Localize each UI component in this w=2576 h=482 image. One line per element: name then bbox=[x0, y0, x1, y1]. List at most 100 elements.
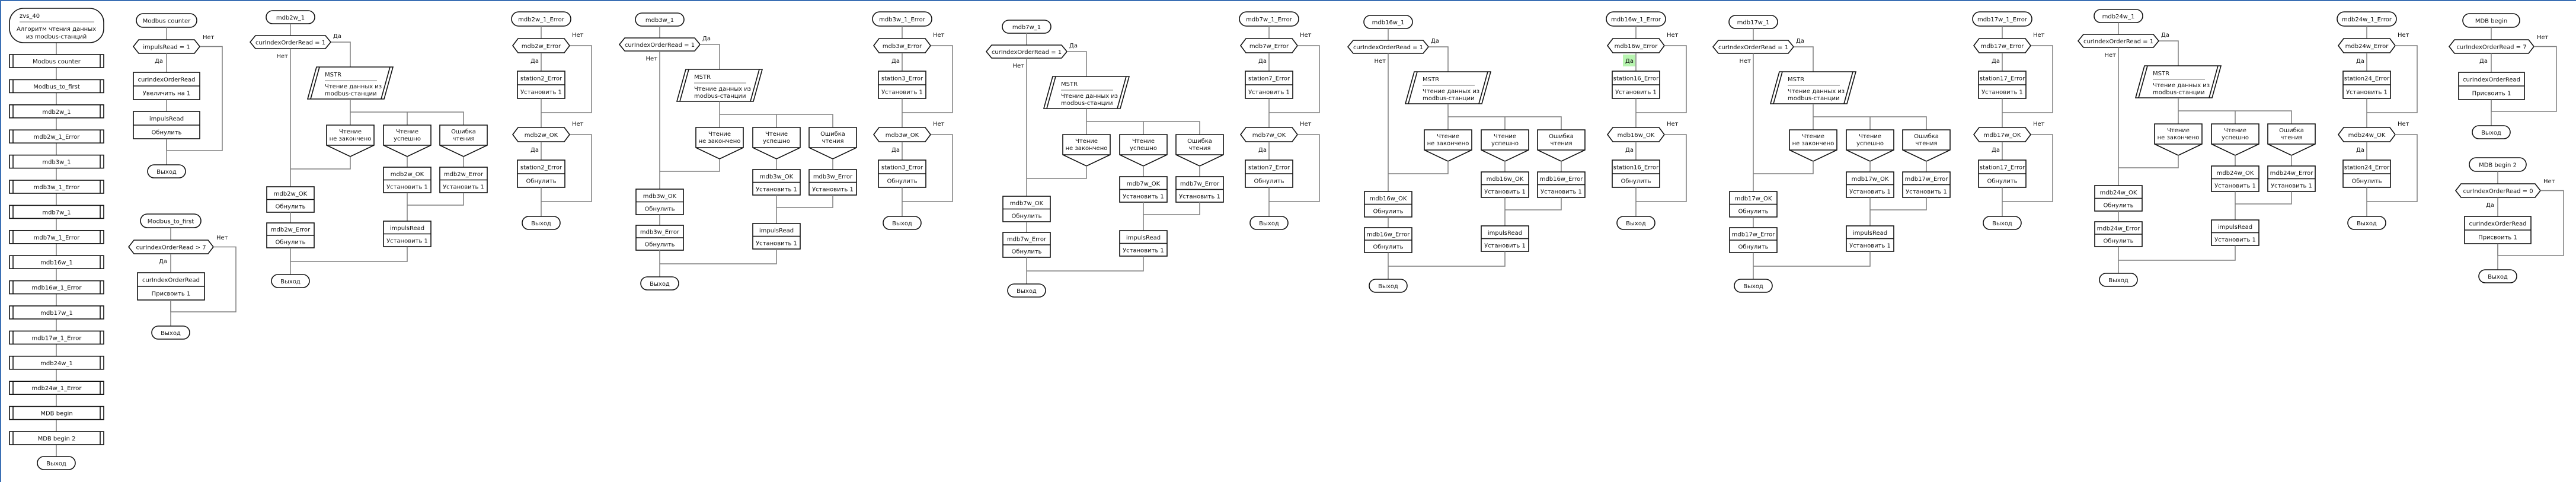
case-branch[interactable] bbox=[2154, 123, 2203, 156]
question-label: mdb7w_OK bbox=[1252, 132, 1286, 139]
case-branch[interactable] bbox=[383, 125, 432, 157]
no-label: Нет bbox=[1740, 58, 1752, 65]
no-label: Нет bbox=[2543, 178, 2555, 185]
case-branch[interactable] bbox=[808, 127, 857, 159]
counter-exit-label: Выход bbox=[156, 169, 177, 175]
question-label: curIndexOrderRead = 7 bbox=[2456, 44, 2526, 51]
action-variable: impulsRead bbox=[2218, 224, 2252, 231]
insertion-item[interactable] bbox=[9, 129, 104, 143]
yes-highlight bbox=[1623, 55, 1635, 66]
to_first-start-label: Modbus_to_first bbox=[148, 219, 194, 225]
insertion-label: Modbus counter bbox=[33, 59, 81, 65]
case-branch[interactable] bbox=[695, 127, 744, 159]
action-operation: Установить 1 bbox=[756, 186, 797, 193]
insertion-label: mdb2w_1_Error bbox=[34, 134, 81, 141]
read-diagram-exit-label: Выход bbox=[1743, 283, 1763, 290]
mstr-block[interactable] bbox=[676, 69, 763, 102]
insertion-item[interactable] bbox=[9, 104, 104, 119]
no-label: Нет bbox=[1300, 32, 1312, 39]
action-operation: Установить 1 bbox=[2214, 183, 2256, 189]
insertion-item[interactable] bbox=[9, 305, 104, 320]
insertion-item[interactable] bbox=[9, 205, 104, 219]
question-label: curIndexOrderRead = 1 bbox=[2083, 39, 2153, 45]
error-diagram-exit[interactable] bbox=[1616, 216, 1655, 230]
insertion-item[interactable] bbox=[9, 54, 104, 68]
action-variable: station3_Error bbox=[881, 165, 923, 171]
insertion-item[interactable] bbox=[9, 280, 104, 295]
error-diagram-exit[interactable] bbox=[883, 216, 922, 230]
connector-line bbox=[1086, 121, 1200, 135]
case-branch[interactable] bbox=[1846, 129, 1894, 162]
action-operation: Установить 1 bbox=[2214, 237, 2256, 243]
question-label: mdb3w_OK bbox=[886, 132, 919, 139]
action-variable: mdb17w_Error bbox=[1905, 176, 1949, 183]
main-header[interactable] bbox=[9, 8, 104, 43]
yes-label: Да bbox=[2161, 32, 2169, 39]
case-branch[interactable] bbox=[1481, 129, 1529, 162]
insertion-item[interactable] bbox=[9, 330, 104, 345]
insertion-item[interactable] bbox=[9, 381, 104, 395]
read-diagram-exit[interactable] bbox=[1007, 283, 1046, 298]
case-branch[interactable] bbox=[2267, 123, 2316, 156]
no-branch-line bbox=[1269, 45, 1320, 113]
mstr-block[interactable] bbox=[2134, 65, 2222, 98]
no-label: Нет bbox=[203, 34, 215, 41]
case-branch[interactable] bbox=[439, 125, 488, 157]
read-diagram-exit[interactable] bbox=[271, 274, 310, 288]
insertion-item[interactable] bbox=[9, 255, 104, 270]
question-label: mdb24w_Error bbox=[2345, 43, 2389, 50]
case-branch[interactable] bbox=[752, 127, 801, 159]
to_first-exit[interactable] bbox=[151, 325, 190, 340]
mstr-block[interactable] bbox=[1404, 71, 1492, 104]
insertion-item[interactable] bbox=[9, 180, 104, 194]
insertion-item[interactable] bbox=[9, 406, 104, 420]
yes-branch-line bbox=[700, 44, 720, 69]
case-branch[interactable] bbox=[1175, 134, 1224, 167]
mstr-inner-bar bbox=[1408, 71, 1418, 104]
error-diagram-exit-label: Выход bbox=[531, 221, 551, 227]
action-operation: Установить 1 bbox=[386, 238, 428, 244]
case-branch[interactable] bbox=[326, 125, 375, 157]
read-diagram-exit[interactable] bbox=[640, 276, 679, 291]
case-branch[interactable] bbox=[1062, 134, 1111, 167]
insertion-item[interactable] bbox=[9, 229, 104, 244]
insertion-item[interactable] bbox=[9, 431, 104, 445]
question-label: mdb2w_OK bbox=[525, 132, 558, 139]
case-branch[interactable] bbox=[1424, 129, 1472, 162]
mstr-inner-bar bbox=[1773, 71, 1783, 104]
question-label: mdb2w_Error bbox=[522, 43, 561, 50]
error-diagram-exit[interactable] bbox=[1249, 216, 1289, 230]
action-variable: station7_Error bbox=[1248, 165, 1290, 171]
error-diagram-exit[interactable] bbox=[2347, 216, 2386, 230]
read-diagram-exit[interactable] bbox=[1369, 279, 1408, 293]
read-diagram-exit[interactable] bbox=[2099, 273, 2138, 287]
case-branch[interactable] bbox=[1119, 134, 1168, 167]
action-operation: Обнулить bbox=[526, 178, 556, 185]
insertion-label: mdb16w_1_Error bbox=[31, 285, 82, 292]
mstr-description: modbus-станции bbox=[1788, 95, 1840, 102]
action-variable: station3_Error bbox=[881, 76, 923, 82]
insertion-item[interactable] bbox=[9, 355, 104, 370]
read-diagram-exit[interactable] bbox=[1734, 279, 1773, 293]
counter-exit[interactable] bbox=[147, 164, 186, 178]
error-diagram-exit[interactable] bbox=[1983, 216, 2022, 230]
mstr-block[interactable] bbox=[306, 66, 394, 100]
mstr-block[interactable] bbox=[1769, 71, 1857, 104]
action-variable: station17_Error bbox=[1980, 76, 2025, 82]
case-branch[interactable] bbox=[2211, 123, 2259, 156]
case-branch[interactable] bbox=[1902, 129, 1951, 162]
main-exit[interactable] bbox=[37, 456, 76, 470]
error-diagram-exit[interactable] bbox=[522, 216, 561, 230]
case-branch[interactable] bbox=[1537, 129, 1586, 162]
action-operation: Обнулить bbox=[151, 130, 181, 136]
action-operation: Установить 1 bbox=[1981, 90, 2023, 96]
insertion-item[interactable] bbox=[9, 154, 104, 169]
mdb_begin2-exit[interactable] bbox=[2478, 269, 2517, 283]
case-branch[interactable] bbox=[1789, 129, 1837, 162]
insertion-item[interactable] bbox=[9, 79, 104, 94]
mstr-block[interactable] bbox=[1043, 76, 1130, 109]
mstr-inner-bar bbox=[1843, 71, 1853, 104]
mstr-description: Чтение данных из bbox=[2153, 82, 2210, 89]
no-branch-line bbox=[541, 45, 592, 113]
mdb_begin-exit[interactable] bbox=[2472, 125, 2511, 139]
